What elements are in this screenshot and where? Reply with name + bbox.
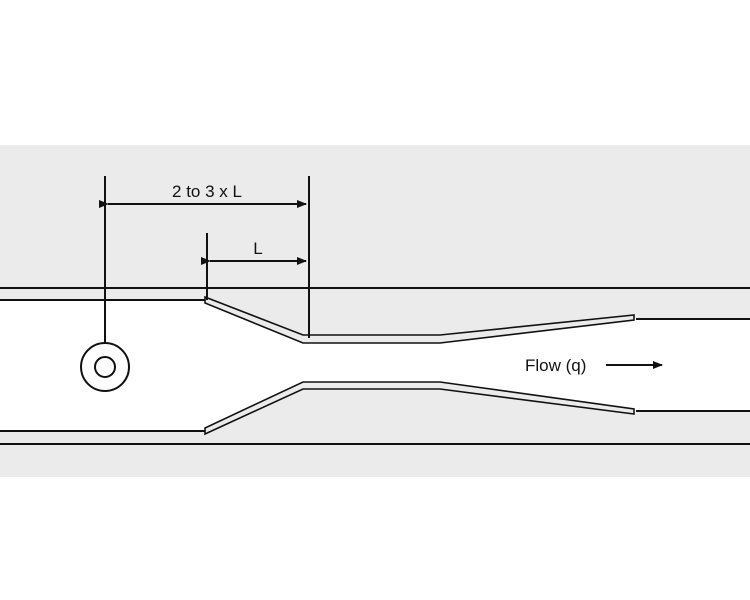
flow-label: Flow (q): [525, 356, 586, 375]
dimension-inner-label: L: [253, 239, 262, 258]
nozzle-insert-bottom: [204, 381, 635, 436]
pressure-tap-icon: [80, 342, 130, 392]
nozzle-insert-top: [204, 295, 635, 344]
dimension-outer-label: 2 to 3 x L: [172, 182, 242, 201]
